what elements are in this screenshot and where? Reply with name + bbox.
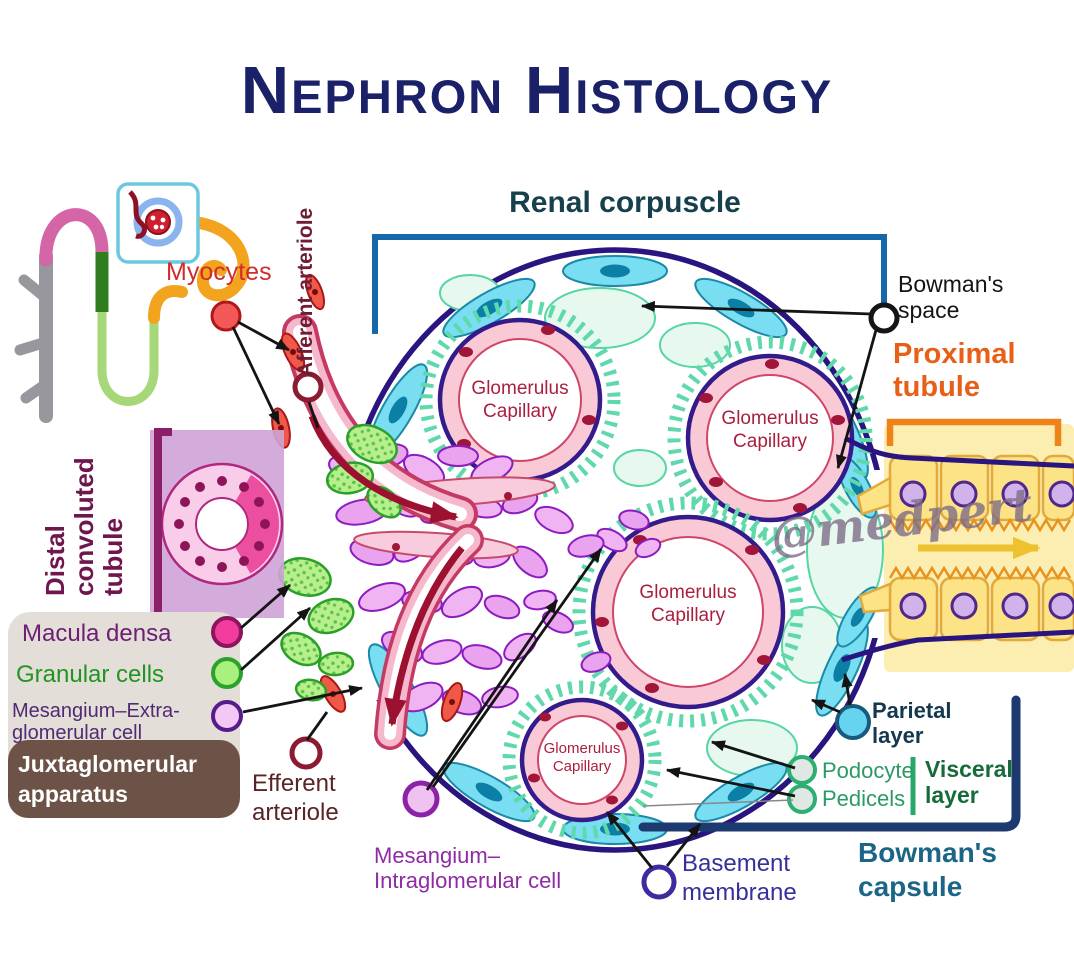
annotation-markers: [210, 300, 900, 900]
proximal-tubule-bracket: [886, 418, 1062, 446]
page-title: Nephron Histology: [240, 53, 834, 128]
bowmans-space-marker: [868, 302, 900, 334]
parietal-layer-marker: [835, 704, 871, 740]
renal-corpuscle-bracket: [372, 234, 887, 334]
legend-box: [8, 612, 240, 818]
annotation-arrows: [231, 300, 878, 869]
renal-corpuscle-label: Renal corpuscle: [509, 186, 741, 219]
glomerulus-capillary-4: [502, 680, 662, 840]
basement-membrane-label: Basement membrane: [682, 850, 797, 906]
glomerulus-capillary-label-3: Glomerulus Capillary: [639, 582, 737, 626]
nephron-icon: [14, 182, 250, 423]
granular-cells-label: Granular cells: [16, 661, 165, 688]
parietal-layer-label: Parietal layer: [872, 698, 952, 749]
mesangium-intra-marker: [402, 780, 440, 818]
pedicels-marker: [787, 784, 817, 814]
mesangium-extraglomerular-label: Mesangium–Extra-glomerular cell: [12, 700, 180, 745]
glomerulus-capillary-2: [667, 335, 873, 541]
proximal-tubule-label: Proximal tubule: [893, 338, 1016, 404]
distal-tubule-section: [150, 428, 284, 620]
macula-densa-marker: [211, 616, 243, 648]
bowmans-capsule-label: Bowman's capsule: [858, 837, 997, 902]
basement-membrane-marker: [641, 864, 677, 900]
glomerulus-capillary-1: [419, 299, 621, 501]
proximal-tubule-section: [841, 424, 1074, 672]
bowmans-space-label: Bowman's space: [898, 271, 1004, 323]
glomerulus-capillaries: [419, 299, 873, 840]
afferent-arteriole-marker: [292, 371, 324, 403]
efferent-flow-arrow: [384, 545, 465, 727]
macula-densa-label: Macula densa: [22, 620, 172, 647]
myocytes-marker: [210, 300, 242, 332]
glomerulus-capillary-label-4: Glomerulus Capillary: [543, 740, 621, 775]
glomerulus-capillary-label-2: Glomerulus Capillary: [721, 408, 819, 452]
afferent-flow-arrow: [308, 414, 459, 524]
granular-cells-marker: [211, 657, 243, 689]
glomerulus-capillary-label-1: Glomerulus Capillary: [471, 378, 569, 422]
myocytes-label: Myocytes: [166, 258, 272, 286]
pedicels-label: Pedicels: [822, 786, 906, 811]
efferent-arteriole-marker: [289, 736, 323, 770]
mesangium-intraglomerular-label: Mesangium–Intraglomerular cell: [374, 843, 562, 894]
bowmans-capsule-bracket: [638, 695, 1021, 832]
podocyte-label: Podocyte: [822, 758, 914, 783]
podocyte-marker: [787, 755, 817, 785]
juxtaglomerular-apparatus-label: Juxtaglomerular apparatus: [18, 751, 197, 807]
glomerulus-capillary-3: [572, 496, 804, 728]
afferent-arteriole-label: Afferent arteriole: [294, 207, 317, 377]
distal-convoluted-tubule-label: Distal convoluted tubule: [40, 457, 129, 596]
visceral-layer-label: Visceral layer: [925, 756, 1013, 809]
mesangium-extra-marker: [211, 700, 243, 732]
granular-cells: [278, 423, 402, 702]
efferent-arteriole-label: Efferent arteriole: [252, 770, 339, 826]
